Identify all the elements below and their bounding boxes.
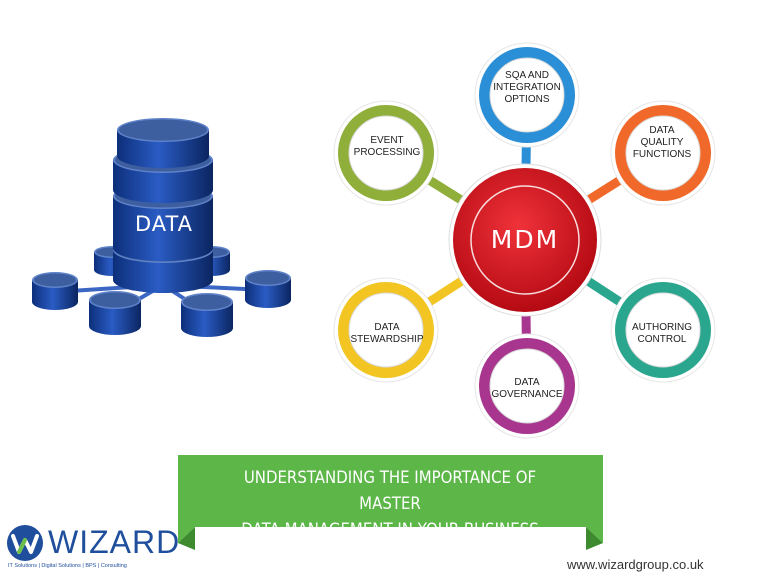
mdm-nodes [333,42,716,439]
db-satellite [245,270,291,308]
title-banner [178,455,603,550]
footer-url[interactable]: www.wizardgroup.co.uk [567,557,704,572]
banner-line-1: Understanding the importance of master [243,468,537,514]
mdm-hub [448,163,602,317]
database-illustration [32,118,291,337]
node-sqa-integration [474,42,580,148]
db-stack-top [117,118,209,168]
database-label: DATA [134,212,194,236]
node-data-stewardship [333,277,439,383]
node-data-quality [610,100,716,206]
wizard-logo-tagline: IT Solutions | Digital Solutions | BPS |… [8,563,127,569]
node-label-data-quality: DATA QUALITY FUNCTIONS [632,125,692,160]
db-satellite [181,293,233,337]
db-satellite [89,291,141,335]
db-satellite [32,272,78,310]
node-data-governance [474,333,580,439]
node-label-sqa-integration: SQA AND INTEGRATION OPTIONS [493,70,561,105]
node-authoring-control [610,277,716,383]
node-label-event-processing: EVENT PROCESSING [353,135,421,158]
node-label-data-stewardship: DATA STEWARDSHIP [350,322,424,345]
wizard-logo-wordmark: WIZARD [48,524,181,560]
wizard-logo-icon [7,525,43,561]
mdm-hub-label: MDM [490,225,560,254]
banner-title: Understanding the importance of master d… [214,465,566,543]
node-label-authoring-control: AUTHORING CONTROL [632,322,692,345]
node-label-data-governance: DATA GOVERNANCE [491,377,563,400]
node-event-processing [333,100,439,206]
banner-line-2: data management in your business [241,520,539,540]
